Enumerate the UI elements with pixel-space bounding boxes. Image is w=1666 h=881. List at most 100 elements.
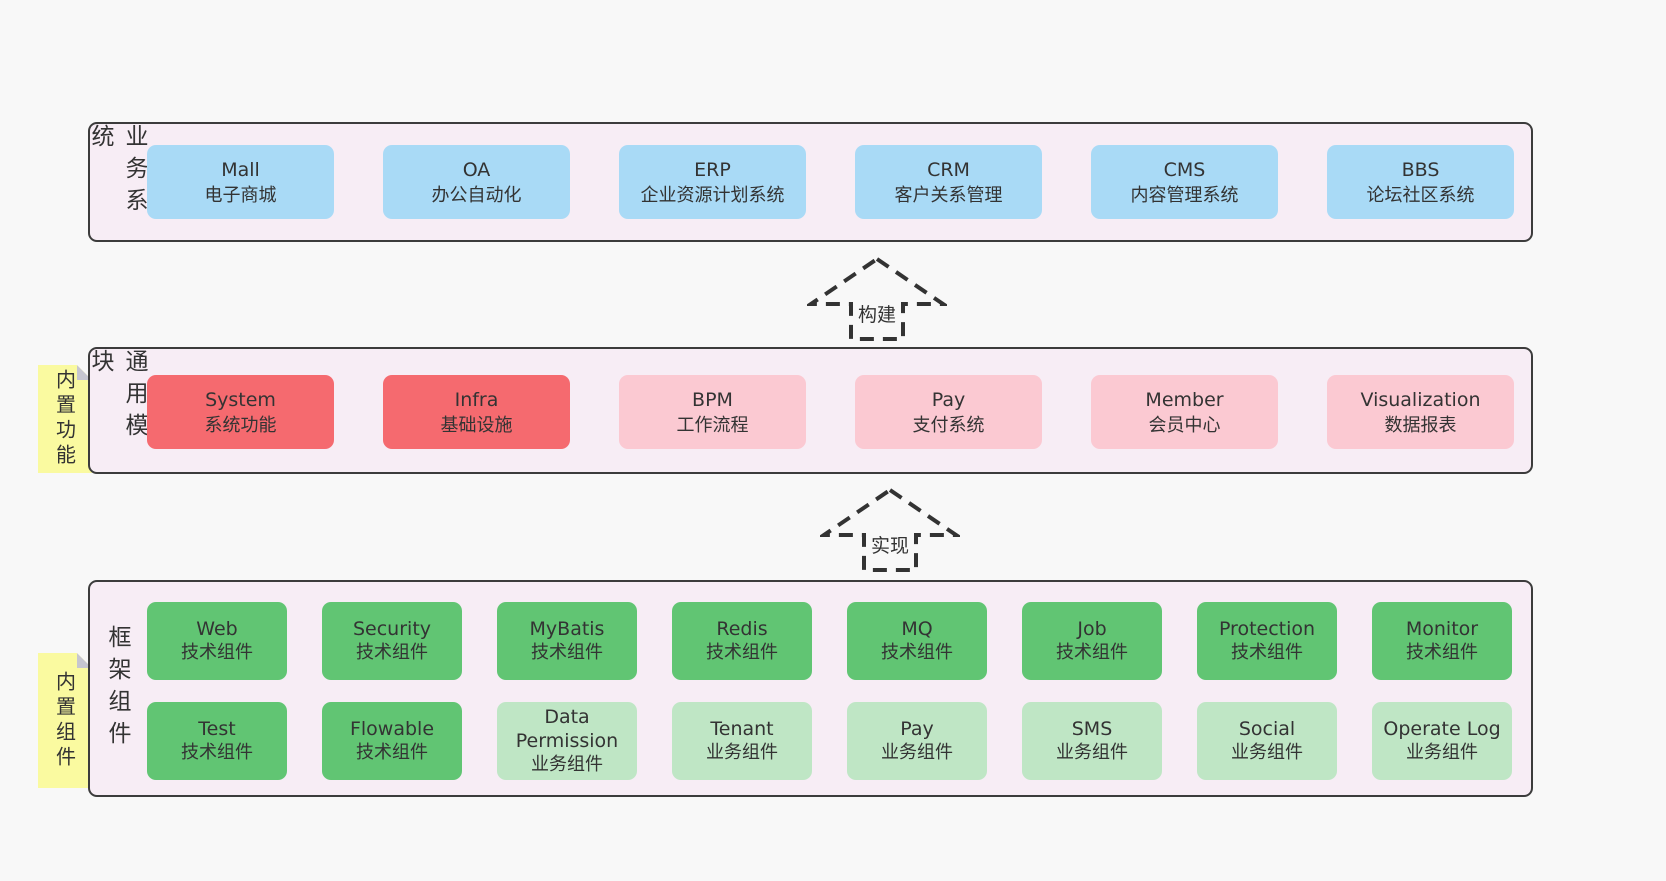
framework-components-label-wrap: 框架组件 <box>100 582 134 795</box>
framework-components-panel: 框架组件 Web 技术组件 Security 技术组件 MyBatis 技术组件… <box>88 580 1533 797</box>
box-subtitle: 客户关系管理 <box>894 184 1003 206</box>
box-subtitle: 工作流程 <box>676 414 749 436</box>
box-mybatis: MyBatis 技术组件 <box>497 602 637 680</box>
box-infra: Infra 基础设施 <box>383 375 570 449</box>
box-system: System 系统功能 <box>147 375 334 449</box>
built-in-components-sticky: 内置组件 <box>38 653 92 788</box>
box-data-permission: Data Permission 业务组件 <box>497 702 637 780</box>
common-modules-boxes: System 系统功能 Infra 基础设施 BPM 工作流程 Pay 支付系统… <box>147 375 1514 449</box>
box-subtitle: 论坛社区系统 <box>1366 184 1475 206</box>
box-title: Pay <box>931 388 966 411</box>
common-modules-label: 通用模块 <box>87 349 147 445</box>
box-security: Security 技术组件 <box>322 602 462 680</box>
box-subtitle: 技术组件 <box>356 642 428 663</box>
box-subtitle: 业务组件 <box>881 742 953 763</box>
box-title: CRM <box>927 158 970 181</box>
box-crm: CRM 客户关系管理 <box>855 145 1042 219</box>
box-subtitle: 技术组件 <box>531 642 603 663</box>
up-arrow-dashed-icon <box>807 256 947 341</box>
box-title: ERP <box>694 158 731 181</box>
up-arrow-dashed-icon <box>820 487 960 572</box>
box-title: Job <box>1077 618 1107 640</box>
box-social: Social 业务组件 <box>1197 702 1337 780</box>
box-subtitle: 技术组件 <box>881 642 953 663</box>
built-in-features-sticky-label: 内置功能 <box>52 369 77 469</box>
box-web: Web 技术组件 <box>147 602 287 680</box>
box-title: OA <box>462 158 491 181</box>
build-arrow: 构建 <box>807 256 947 342</box>
box-title: Flowable <box>349 718 435 740</box>
box-member: Member 会员中心 <box>1091 375 1278 449</box>
box-redis: Redis 技术组件 <box>672 602 812 680</box>
box-mq: MQ 技术组件 <box>847 602 987 680</box>
box-title: Member <box>1145 388 1224 411</box>
business-systems-boxes: Mall 电子商城 OA 办公自动化 ERP 企业资源计划系统 CRM 客户关系… <box>147 145 1514 219</box>
box-title: Operate Log <box>1383 718 1501 740</box>
box-pay-system: Pay 支付系统 <box>855 375 1042 449</box>
built-in-features-sticky: 内置功能 <box>38 365 92 473</box>
business-systems-label-wrap: 业务系统 <box>87 124 147 240</box>
box-title: System <box>205 388 276 411</box>
box-subtitle: 电子商城 <box>204 184 277 206</box>
box-subtitle: 技术组件 <box>706 642 778 663</box>
box-subtitle: 技术组件 <box>181 742 253 763</box>
box-subtitle: 系统功能 <box>204 414 277 436</box>
box-bpm: BPM 工作流程 <box>619 375 806 449</box>
box-title: Infra <box>454 388 499 411</box>
box-title: Web <box>196 618 238 640</box>
box-title: BBS <box>1401 158 1440 181</box>
box-tenant: Tenant 业务组件 <box>672 702 812 780</box>
box-cms: CMS 内容管理系统 <box>1091 145 1278 219</box>
box-title: MyBatis <box>529 618 605 640</box>
box-title: Data Permission <box>515 706 619 752</box>
framework-components-row1: Web 技术组件 Security 技术组件 MyBatis 技术组件 Redi… <box>147 602 1512 680</box>
common-modules-panel: 通用模块 System 系统功能 Infra 基础设施 BPM 工作流程 Pay… <box>87 347 1533 474</box>
box-title: Visualization <box>1360 388 1481 411</box>
box-title: Tenant <box>710 718 774 740</box>
box-subtitle: 业务组件 <box>1406 742 1478 763</box>
box-title: Protection <box>1218 618 1316 640</box>
box-subtitle: 业务组件 <box>531 754 603 775</box>
box-erp: ERP 企业资源计划系统 <box>619 145 806 219</box>
box-subtitle: 业务组件 <box>706 742 778 763</box>
box-subtitle: 业务组件 <box>1231 742 1303 763</box>
implement-arrow-label: 实现 <box>867 531 913 558</box>
box-subtitle: 办公自动化 <box>431 184 522 206</box>
framework-components-row2: Test 技术组件 Flowable 技术组件 Data Permission … <box>147 702 1512 780</box>
box-flowable: Flowable 技术组件 <box>322 702 462 780</box>
box-bbs: BBS 论坛社区系统 <box>1327 145 1514 219</box>
box-mall: Mall 电子商城 <box>147 145 334 219</box>
box-visualization: Visualization 数据报表 <box>1327 375 1514 449</box>
business-systems-panel: 业务系统 Mall 电子商城 OA 办公自动化 ERP 企业资源计划系统 CRM… <box>87 122 1533 242</box>
box-sms: SMS 业务组件 <box>1022 702 1162 780</box>
framework-components-label: 框架组件 <box>104 624 130 753</box>
box-subtitle: 技术组件 <box>1231 642 1303 663</box>
box-subtitle: 技术组件 <box>1056 642 1128 663</box>
box-title: CMS <box>1163 158 1206 181</box>
box-subtitle: 数据报表 <box>1384 414 1457 436</box>
box-title: MQ <box>901 618 933 640</box>
build-arrow-label: 构建 <box>854 300 900 327</box>
box-subtitle: 业务组件 <box>1056 742 1128 763</box>
box-protection: Protection 技术组件 <box>1197 602 1337 680</box>
box-subtitle: 支付系统 <box>912 414 985 436</box>
box-title: Monitor <box>1405 618 1479 640</box>
box-subtitle: 基础设施 <box>440 414 513 436</box>
box-title: BPM <box>692 388 733 411</box>
box-subtitle: 技术组件 <box>1406 642 1478 663</box>
box-title: Security <box>352 618 432 640</box>
common-modules-label-wrap: 通用模块 <box>87 349 147 472</box>
box-title: Test <box>198 718 236 740</box>
built-in-components-sticky-label: 内置组件 <box>52 670 77 771</box>
box-test: Test 技术组件 <box>147 702 287 780</box>
box-subtitle: 内容管理系统 <box>1130 184 1239 206</box>
box-title: Social <box>1238 718 1296 740</box>
box-subtitle: 技术组件 <box>356 742 428 763</box>
box-job: Job 技术组件 <box>1022 602 1162 680</box>
box-subtitle: 企业资源计划系统 <box>640 184 785 206</box>
box-title: SMS <box>1071 718 1113 740</box>
business-systems-label: 业务系统 <box>87 124 147 220</box>
box-subtitle: 会员中心 <box>1148 414 1221 436</box>
box-title: Mall <box>221 158 260 181</box>
